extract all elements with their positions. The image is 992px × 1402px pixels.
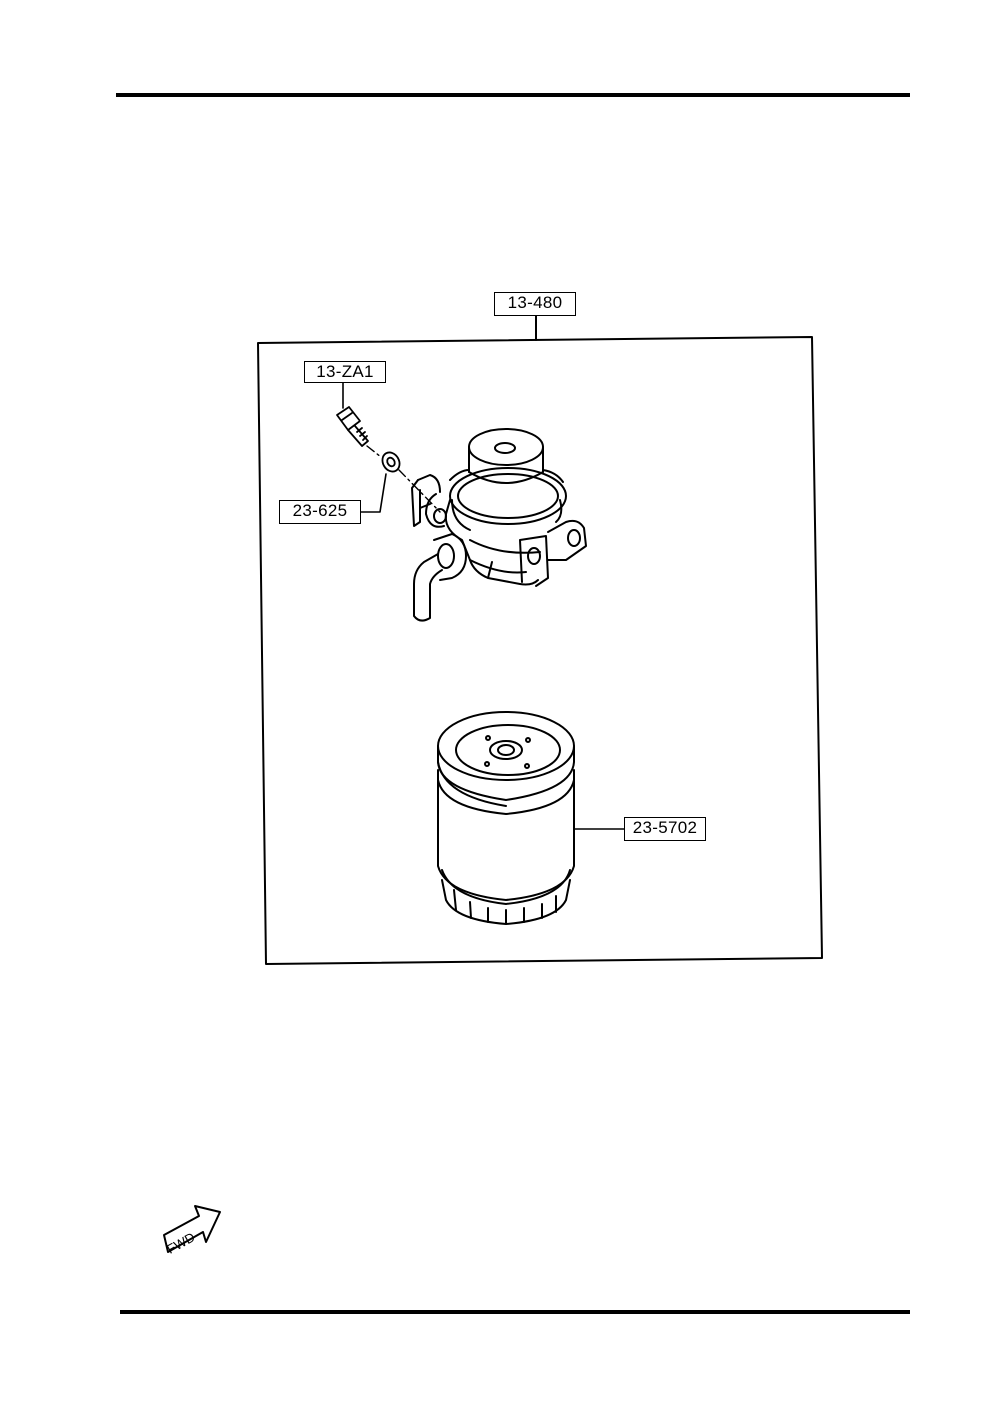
bottom-rule: [120, 1310, 910, 1314]
top-rule: [116, 93, 910, 97]
washer: [381, 451, 401, 473]
leader-lines: [342, 380, 625, 830]
callout-washer: 23-625: [279, 500, 361, 524]
forward-arrow-label: FWD: [164, 1229, 197, 1256]
filter-cartridge: [437, 711, 575, 925]
assembly-frame: [257, 313, 823, 965]
callout-assembly: 13-480: [494, 292, 576, 316]
callout-bolt: 13-ZA1: [304, 361, 386, 383]
assembly-axis-line: [366, 445, 441, 513]
filter-head: [411, 428, 587, 622]
banjo-bolt: [336, 406, 369, 447]
forward-arrow-icon: FWD: [163, 1205, 221, 1257]
callout-filter-cartridge: 23-5702: [624, 817, 706, 841]
